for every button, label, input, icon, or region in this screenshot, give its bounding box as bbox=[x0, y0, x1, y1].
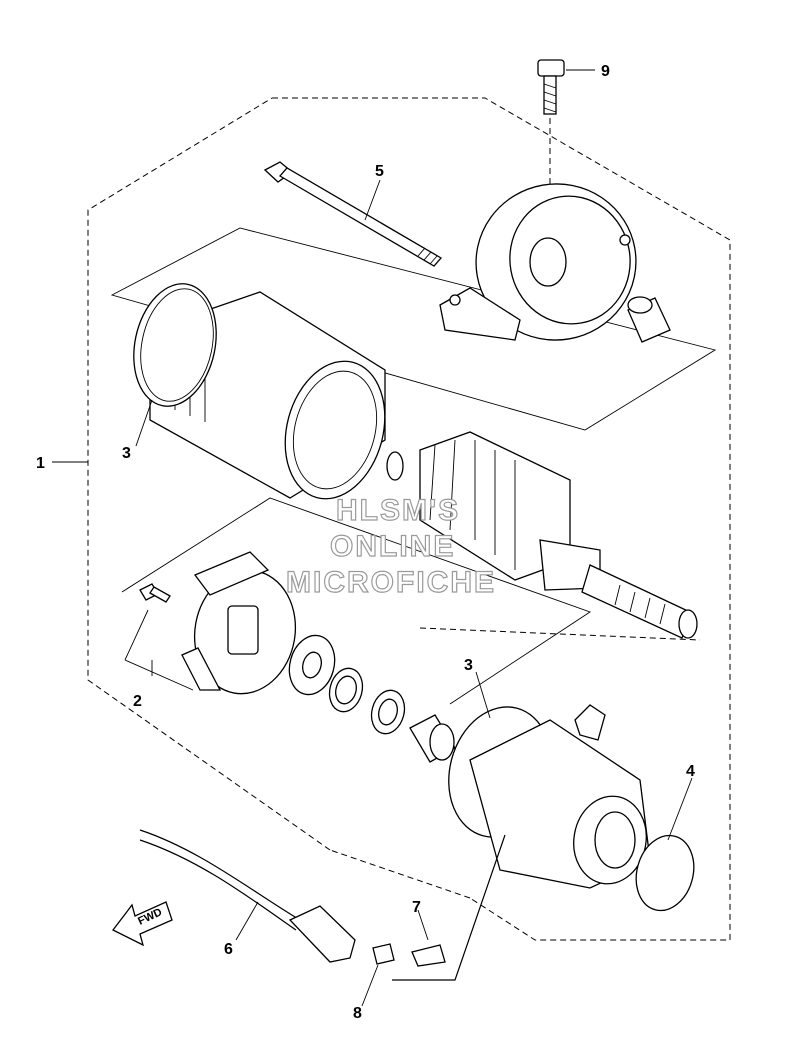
leader-8 bbox=[361, 964, 379, 1007]
leader-5 bbox=[364, 179, 381, 221]
callout-2: 2 bbox=[133, 693, 142, 710]
rear-cover-housing bbox=[439, 183, 637, 341]
watermark-line-1: HLSM'S bbox=[336, 494, 460, 527]
callout-9: 9 bbox=[601, 63, 610, 80]
leader-7 bbox=[417, 909, 429, 941]
sleeve bbox=[409, 714, 456, 763]
leader-3b bbox=[475, 671, 491, 719]
o-ring-part-4 bbox=[635, 834, 695, 912]
o-ring-part-3a bbox=[133, 283, 217, 407]
screws-part-2 bbox=[139, 583, 171, 603]
leader-6 bbox=[235, 901, 259, 941]
alignment-line-front bbox=[419, 627, 701, 641]
brush-holder-plate bbox=[181, 551, 297, 695]
bearing bbox=[370, 689, 406, 735]
callout-4: 4 bbox=[686, 763, 695, 780]
callout-8: 8 bbox=[353, 1005, 362, 1022]
watermark-line-3: MICROFICHE bbox=[286, 566, 496, 599]
leader-2 bbox=[124, 609, 194, 691]
watermark-line-2: ONLINE bbox=[330, 530, 455, 563]
washer-medium bbox=[328, 667, 364, 713]
bolt-part-9 bbox=[537, 59, 565, 115]
armature bbox=[386, 431, 698, 639]
fwd-arrow: FWD bbox=[112, 901, 173, 947]
lower-plane-outline bbox=[121, 497, 592, 705]
through-bolt-part-5 bbox=[263, 161, 443, 267]
front-cover bbox=[469, 704, 651, 889]
callout-1: 1 bbox=[36, 455, 45, 472]
leader-4 bbox=[667, 777, 693, 841]
bushing bbox=[627, 296, 671, 343]
assembly-boundary bbox=[87, 97, 731, 941]
callout-7: 7 bbox=[412, 899, 421, 916]
callout-6: 6 bbox=[224, 941, 233, 958]
upper-plane-outline bbox=[110, 227, 717, 431]
callout-3b: 3 bbox=[464, 657, 473, 674]
cable-part-6 bbox=[139, 829, 356, 963]
nut-part-8 bbox=[372, 943, 395, 965]
washer-large bbox=[288, 634, 336, 696]
leader-3a bbox=[135, 399, 153, 447]
callout-5: 5 bbox=[375, 163, 384, 180]
callout-3a: 3 bbox=[122, 445, 131, 462]
terminal-bolt-part-7 bbox=[392, 834, 506, 981]
